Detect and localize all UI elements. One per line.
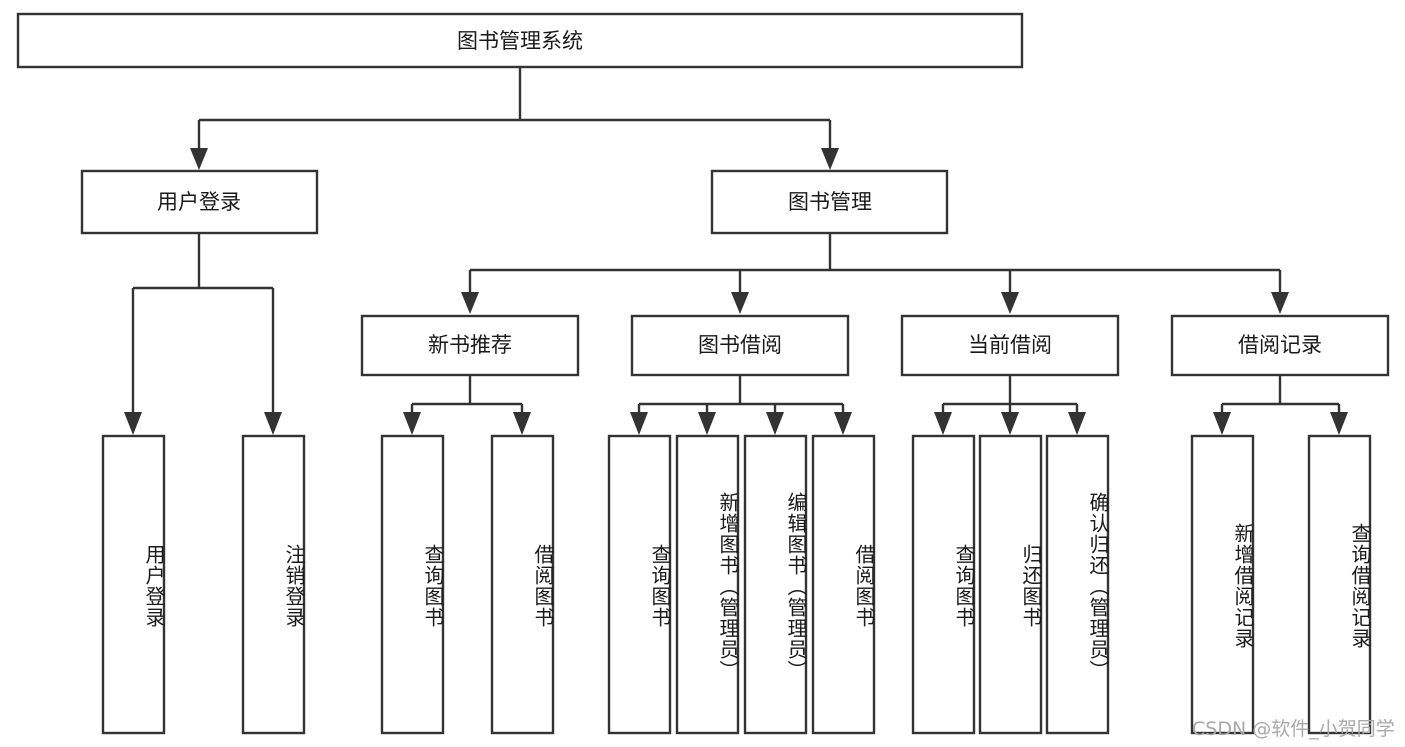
connector-group-book-borrow: [630, 376, 852, 435]
arrow-head-borrow-record: [1271, 292, 1289, 314]
watermark-text: CSDN @软件_小贺同学: [1192, 718, 1395, 740]
node-label-user-login: 用户登录: [157, 190, 241, 214]
connector-group-current-borrow: [934, 376, 1086, 435]
leaf-box-nbr-borrow-book[interactable]: [490, 434, 555, 735]
arrow-head-user-login: [190, 148, 208, 170]
arrow-head-leaf-cb-1: [934, 412, 952, 435]
arrow-head-leaf-cb-3: [1068, 412, 1086, 435]
leaf-box-br-add-record[interactable]: [1190, 434, 1255, 735]
connector-group-borrow-record: [1213, 376, 1348, 435]
leaf-box-bb-query-book[interactable]: [607, 434, 672, 735]
leaf-box-user-login-login[interactable]: [101, 434, 166, 735]
leaf-box-cb-query-book[interactable]: [911, 434, 976, 735]
arrow-head-leaf-bb-2: [698, 412, 716, 435]
node-label-book-borrow: 图书借阅: [698, 333, 782, 357]
arrow-head-new-book-recommend: [461, 292, 479, 314]
arrow-head-leaf-bb-4: [834, 412, 852, 435]
arrow-head-leaf-br-1: [1213, 412, 1231, 435]
node-box-new-book-recommend[interactable]: [360, 314, 580, 377]
leaf-box-br-query-record[interactable]: [1307, 434, 1372, 735]
arrow-head-leaf-nbr-2: [513, 412, 531, 435]
node-box-book-management[interactable]: [710, 169, 949, 235]
connector-group-user-login: [124, 233, 282, 435]
node-box-borrow-record[interactable]: [1170, 314, 1390, 377]
node-label-current-borrow: 当前借阅: [968, 333, 1052, 357]
arrow-head-book-mgmt: [821, 148, 839, 170]
leaf-box-cb-confirm-return[interactable]: [1045, 434, 1110, 735]
leaf-box-bb-edit-book[interactable]: [743, 434, 808, 735]
leaf-box-bb-borrow-book[interactable]: [811, 434, 876, 735]
connector-group-book-mgmt: [461, 233, 1289, 314]
node-label-new-book-recommend: 新书推荐: [428, 333, 512, 357]
node-box-book-borrow[interactable]: [630, 314, 850, 377]
leaf-box-nbr-query-book[interactable]: [380, 434, 445, 735]
arrow-head-leaf-nbr-1: [403, 412, 421, 435]
node-box-current-borrow[interactable]: [900, 314, 1120, 377]
node-box-root[interactable]: [16, 12, 1024, 69]
arrow-head-book-borrow: [731, 292, 749, 314]
connector-group-root: [190, 67, 839, 170]
node-label-borrow-record: 借阅记录: [1238, 333, 1322, 357]
arrow-head-leaf-bb-1: [630, 412, 648, 435]
arrow-head-leaf-cb-2: [1001, 412, 1019, 435]
node-box-user-login[interactable]: [80, 169, 319, 235]
arrow-head-leaf-user-login-1: [124, 412, 142, 435]
arrow-head-leaf-br-2: [1330, 412, 1348, 435]
arrow-head-leaf-bb-3: [766, 412, 784, 435]
arrow-head-leaf-user-login-2: [264, 412, 282, 435]
leaf-box-cb-return-book[interactable]: [978, 434, 1043, 735]
arrow-head-current-borrow: [1001, 292, 1019, 314]
node-label-root: 图书管理系统: [457, 29, 583, 53]
node-label-book-management: 图书管理: [788, 190, 872, 214]
connector-group-new-book-recommend: [403, 376, 531, 435]
leaf-box-user-login-logout[interactable]: [241, 434, 306, 735]
leaf-box-bb-add-book[interactable]: [675, 434, 740, 735]
